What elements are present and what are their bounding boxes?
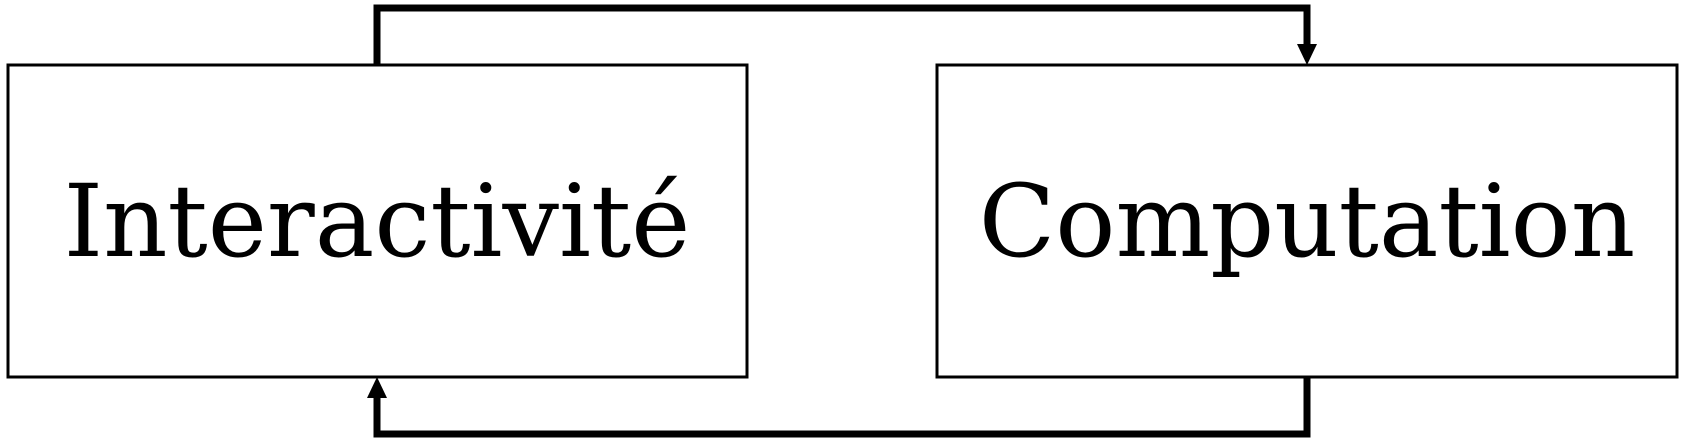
node-computation-box: [935, 63, 1679, 379]
edge-top-arrowhead: [1297, 44, 1317, 65]
edge-top-line: [373, 4, 1311, 65]
node-computation: Computation: [935, 63, 1679, 379]
edge-bottom-arrowhead: [367, 377, 387, 398]
node-computation-label: Computation: [979, 163, 1636, 280]
edge-computation-to-interactivite: [367, 377, 1311, 438]
node-interactivite-box: [6, 63, 749, 379]
node-interactivite: Interactivité: [6, 63, 749, 379]
node-interactivite-label: Interactivité: [64, 163, 691, 280]
edge-bottom-line: [373, 377, 1311, 438]
edge-interactivite-to-computation: [373, 4, 1317, 65]
